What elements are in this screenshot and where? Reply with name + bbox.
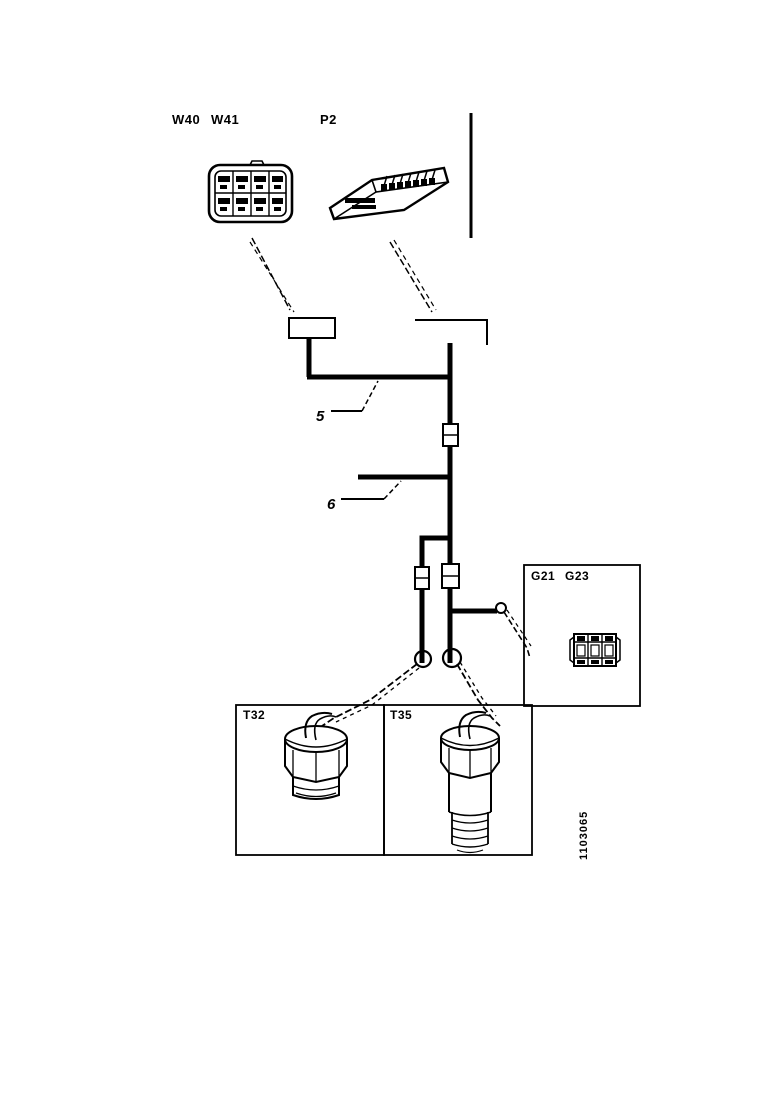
inline-splice-fork-left: [414, 566, 430, 590]
box-label-g21: G21: [531, 569, 556, 583]
callout-label-5: 5: [316, 408, 325, 425]
box-label-g23: G23: [565, 569, 590, 583]
box-t35-frame: [383, 704, 533, 856]
box-t35: [383, 704, 533, 856]
wire-to-sensor-t35: [456, 663, 501, 727]
terminal-eyelet-g21: [495, 602, 507, 614]
leader-p2: [389, 241, 433, 313]
cavity-grid: [215, 171, 286, 216]
sensor-t32-drawing: [284, 711, 348, 800]
wire-to-sensor-t35-2: [459, 661, 497, 717]
connector-latch: [248, 160, 266, 166]
p2-terminals: [345, 178, 435, 209]
cavity-terminals: [218, 176, 283, 211]
inline-splice-lower: [441, 563, 460, 589]
harness-connector-block: [288, 317, 336, 339]
part-label-w41: W41: [211, 112, 240, 127]
terminal-eyelet-right: [441, 647, 463, 669]
part-label-w40: W40: [172, 112, 201, 127]
box-g21-g23: [523, 564, 641, 707]
callout-label-6: 6: [327, 496, 336, 513]
terminal-eyelet-left: [413, 649, 433, 669]
lead-to-g21-connector: [503, 611, 531, 659]
callout-6-leader-angled: [383, 480, 402, 500]
box-label-t32: T32: [243, 708, 266, 722]
figure-number: 1103065: [578, 810, 590, 860]
harness-right-bracket: [415, 319, 488, 345]
callout-5-leader-angled: [361, 380, 379, 412]
p2-body: [328, 166, 450, 221]
lead-to-g21-connector-2: [506, 609, 532, 647]
part-label-p2: P2: [320, 112, 337, 127]
box-label-t35: T35: [390, 708, 413, 722]
leader-p2-secondary: [393, 239, 437, 311]
p2-edge-left: [329, 207, 335, 220]
w40-w41-connector: [207, 160, 294, 224]
box-t32: [235, 704, 385, 856]
sensor-t35-drawing: [440, 710, 500, 854]
leader-w40-w41-secondary: [249, 241, 295, 313]
p2-connector: [328, 166, 450, 221]
harness-fork-left: [419, 535, 450, 663]
box-g21-g23-frame: [523, 564, 641, 707]
leader-w40-w41: [251, 237, 291, 311]
wire-to-sensor-t32: [321, 663, 418, 727]
inline-splice-upper: [442, 423, 459, 447]
g21-g23-connector-drawing: [569, 633, 621, 667]
